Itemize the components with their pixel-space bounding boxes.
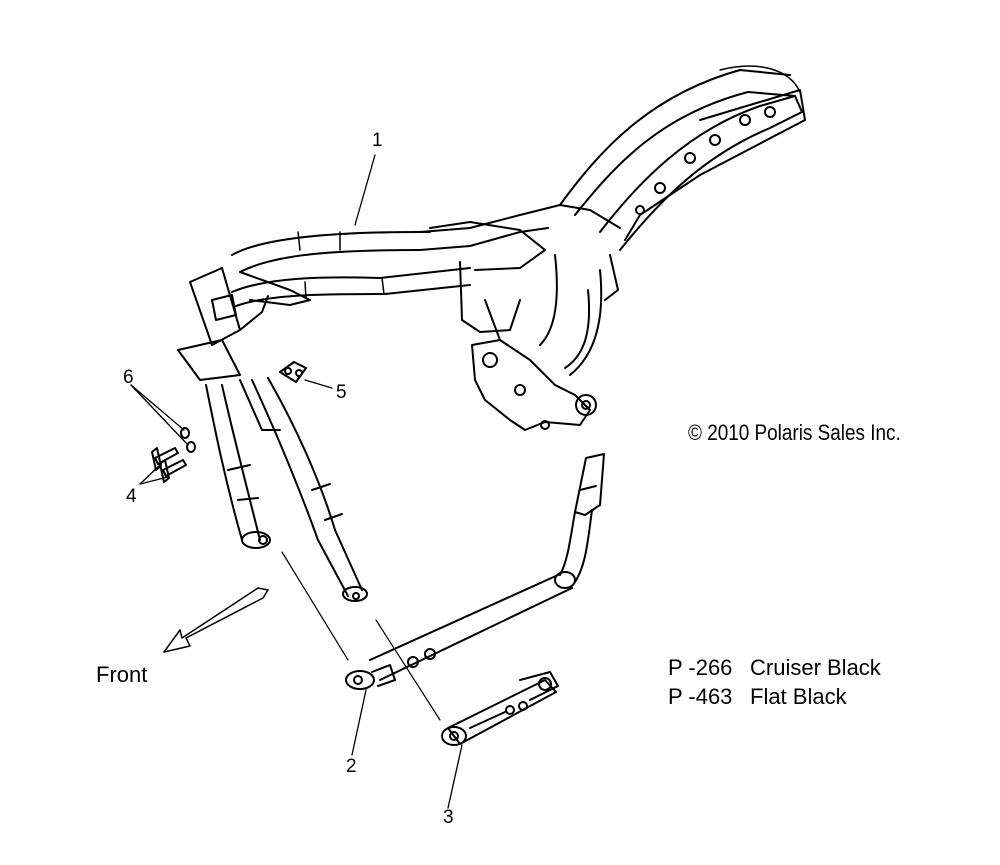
paint-code-row: P -463 Flat Black bbox=[668, 682, 881, 711]
callout-2: 2 bbox=[346, 756, 357, 777]
callout-3: 3 bbox=[443, 807, 454, 828]
paint-code-table: P -266 Cruiser Black P -463 Flat Black bbox=[668, 653, 881, 711]
paint-code: P -463 bbox=[668, 684, 733, 709]
main-frame bbox=[177, 65, 806, 602]
mount-bracket-part bbox=[279, 361, 307, 383]
paint-name: Flat Black bbox=[750, 684, 847, 709]
bolts-and-washers bbox=[151, 427, 196, 483]
callout-4: 4 bbox=[126, 486, 137, 507]
paint-code-row: P -266 Cruiser Black bbox=[668, 653, 881, 682]
callout-5: 5 bbox=[336, 382, 347, 403]
front-direction-arrow bbox=[163, 587, 269, 653]
callout-6: 6 bbox=[123, 367, 134, 388]
copyright-notice: © 2010 Polaris Sales Inc. bbox=[688, 420, 901, 445]
paint-name: Cruiser Black bbox=[750, 655, 881, 680]
callout-1: 1 bbox=[372, 130, 383, 151]
front-direction-label: Front bbox=[96, 662, 148, 687]
lower-frame-rail bbox=[345, 453, 605, 690]
lower-brace bbox=[441, 671, 559, 746]
paint-code: P -266 bbox=[668, 655, 733, 680]
